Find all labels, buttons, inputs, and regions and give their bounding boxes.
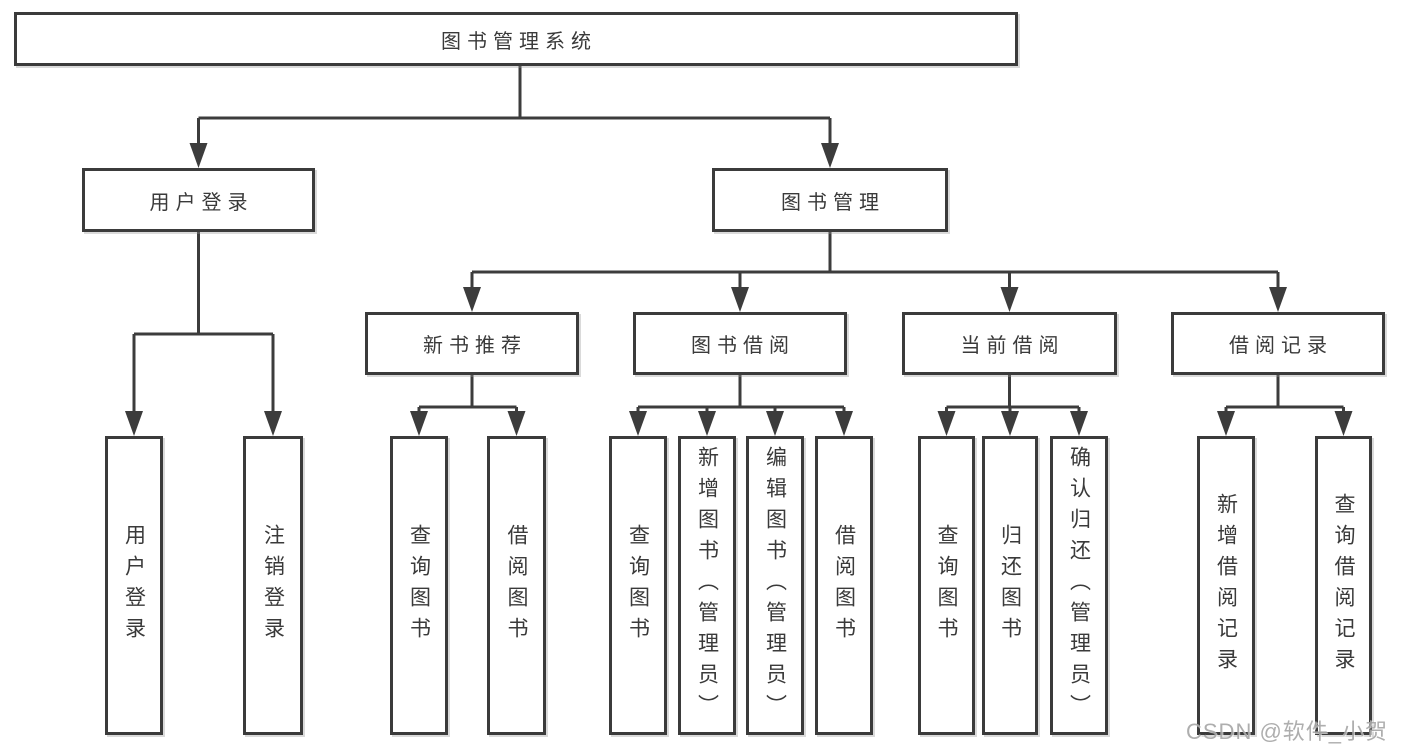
node-book-borrow: 图书借阅 [633,312,847,375]
leaf-borrow-books-label: 借阅图书 [832,523,856,648]
leaf-add-borrow-record: 新增借阅记录 [1197,436,1255,735]
leaf-add-book-admin-label: 新增图书（管理员） [695,446,719,725]
leaf-borrow-books-recommend: 借阅图书 [487,436,546,735]
node-book-borrow-label: 图书借阅 [691,335,795,357]
node-user-login: 用户登录 [82,168,315,232]
leaf-query-borrow-record-label: 查询借阅记录 [1332,492,1355,679]
leaf-query-books-current: 查询图书 [918,436,975,735]
node-library-system-label: 图书管理系统 [441,30,597,53]
node-book-management-label: 图书管理 [781,191,885,214]
leaf-logout: 注销登录 [243,436,303,735]
leaf-logout-label: 注销登录 [261,523,285,648]
node-library-system: 图书管理系统 [14,12,1018,66]
leaf-user-login-label: 用户登录 [122,523,146,648]
leaf-return-books-label: 归还图书 [998,523,1022,648]
leaf-query-books-recommend-label: 查询图书 [407,523,431,648]
leaf-edit-book-admin: 编辑图书（管理员） [746,436,804,735]
leaf-confirm-return-admin-label: 确认归还（管理员） [1067,446,1091,725]
leaf-edit-book-admin-label: 编辑图书（管理员） [763,446,787,725]
leaf-borrow-books-recommend-label: 借阅图书 [505,523,528,648]
leaf-borrow-books: 借阅图书 [815,436,873,735]
csdn-watermark: CSDN @软件_小贺同学 [1186,719,1389,744]
leaf-add-borrow-record-label: 新增借阅记录 [1214,492,1238,679]
leaf-return-books: 归还图书 [982,436,1038,735]
arrowheads [125,143,1353,436]
leaf-query-books-borrow: 查询图书 [609,436,667,735]
node-borrow-records-label: 借阅记录 [1229,335,1333,357]
node-current-borrow-label: 当前借阅 [960,335,1065,357]
leaf-add-book-admin: 新增图书（管理员） [678,436,736,735]
node-user-login-label: 用户登录 [149,191,254,214]
node-new-book-recommend-label: 新书推荐 [423,335,527,357]
leaf-query-books-recommend: 查询图书 [390,436,448,735]
node-new-book-recommend: 新书推荐 [365,312,579,375]
node-borrow-records: 借阅记录 [1171,312,1385,375]
leaf-query-books-borrow-label: 查询图书 [626,523,650,648]
leaf-confirm-return-admin: 确认归还（管理员） [1050,436,1108,735]
leaf-query-books-current-label: 查询图书 [935,523,958,648]
leaf-query-borrow-record: 查询借阅记录 [1315,436,1372,735]
leaf-user-login: 用户登录 [105,436,163,735]
node-current-borrow: 当前借阅 [902,312,1117,375]
node-book-management: 图书管理 [712,168,948,232]
